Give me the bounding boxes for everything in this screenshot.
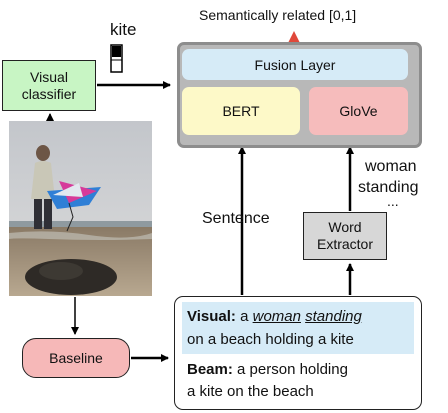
visual-caption-word-1: woman [252, 308, 301, 325]
fusion-layer-box: Fusion Layer [182, 49, 408, 80]
extracted-word-2: standing [358, 179, 419, 196]
kite-label: kite [110, 20, 137, 39]
visual-caption-line2: on a beach holding a kite [187, 331, 354, 348]
visual-caption-prefix: Visual: [187, 308, 236, 325]
visual-classifier-box: Visual classifier [2, 60, 96, 111]
bert-box: BERT [182, 87, 300, 135]
word-extractor-box: Word Extractor [303, 212, 387, 260]
beach-kite-photo [9, 121, 152, 296]
word-extractor-line1: Word [328, 219, 362, 235]
visual-caption-line1: Visual: a woman standing [187, 306, 362, 327]
visual-caption-article: a [240, 308, 249, 325]
extracted-word-1: woman [365, 158, 417, 175]
beam-caption-line1-rest: a person holding [237, 361, 348, 378]
visual-caption-word-2: standing [305, 308, 362, 325]
glove-box: GloVe [309, 87, 408, 135]
kite-score-bar-fill [112, 46, 121, 57]
beam-caption-line1: Beam: a person holding [187, 359, 348, 380]
visual-classifier-line1: Visual [30, 68, 68, 85]
beam-caption-prefix: Beam: [187, 361, 233, 378]
sentence-label: Sentence [202, 210, 270, 227]
semantic-output-label: Semantically related [0,1] [199, 7, 357, 23]
extracted-words-ellipsis: ... [387, 193, 399, 209]
beam-caption-line2: a kite on the beach [187, 383, 314, 400]
visual-classifier-line2: classifier [21, 85, 77, 102]
kite-score-bar-frame [110, 44, 123, 73]
output-marker [288, 31, 300, 43]
input-image [9, 121, 152, 296]
visual-caption-highlight [182, 302, 414, 354]
baseline-box: Baseline [22, 338, 130, 378]
word-extractor-line2: Extractor [316, 236, 373, 252]
